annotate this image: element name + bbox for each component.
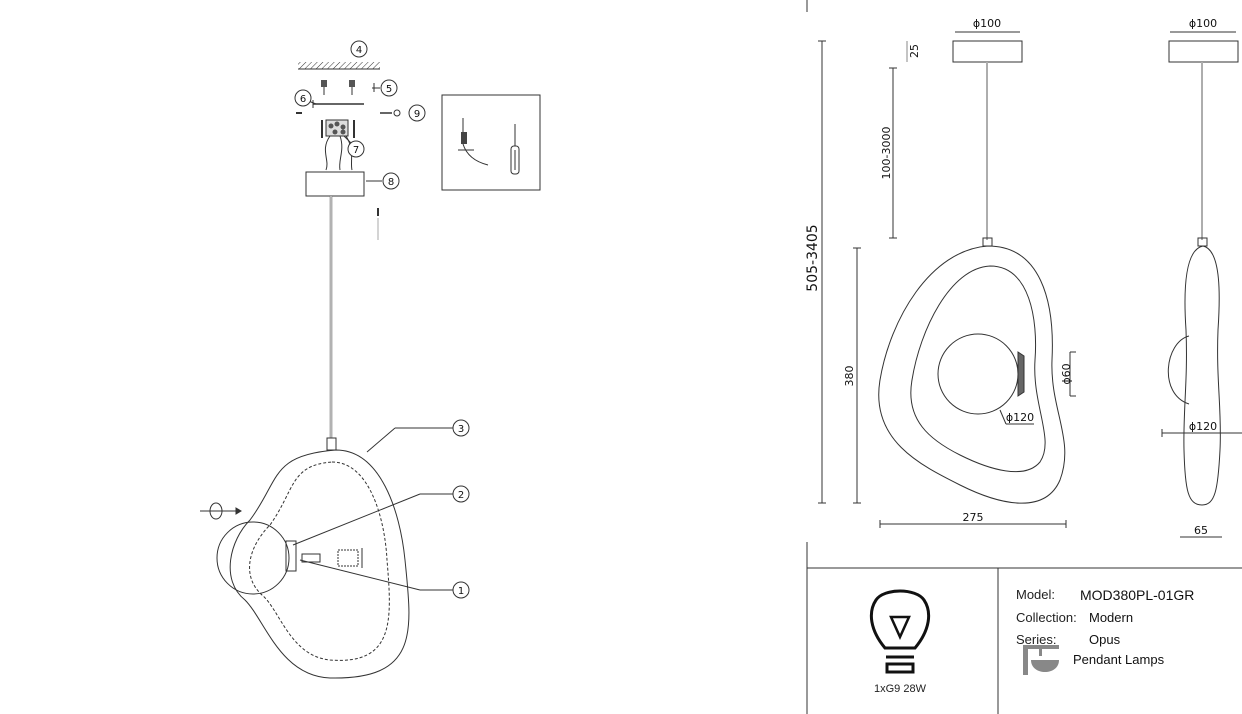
svg-text:1: 1 — [458, 586, 464, 597]
canopy-front — [952, 40, 1023, 63]
assembly-view — [200, 62, 541, 679]
callout-1: 1 — [452, 581, 470, 599]
dimension-view — [806, 0, 1242, 714]
cable-connector — [326, 437, 337, 451]
bulb-spec: 1xG9 28W — [874, 683, 926, 695]
svg-text:8: 8 — [388, 177, 394, 188]
dim-canopy-side: ϕ100 — [1189, 17, 1217, 30]
svg-text:7: 7 — [353, 145, 359, 156]
dim-canopy-height: 25 — [908, 44, 921, 58]
dim-width: 275 — [963, 511, 984, 524]
lamp-outer-ring — [229, 449, 410, 679]
callout-2: 2 — [452, 485, 470, 503]
svg-text:6: 6 — [300, 94, 306, 105]
lamp-inner-ring — [249, 461, 390, 661]
collection-value: Modern — [1089, 610, 1134, 625]
callout-5: 5 — [380, 79, 398, 97]
dim-cable-length: 100-3000 — [880, 127, 893, 180]
type-value: Pendant Lamps — [1073, 652, 1165, 667]
callout-7: 7 — [347, 140, 365, 158]
callout-8: 8 — [382, 172, 400, 190]
callout-9: 9 — [408, 104, 426, 122]
dim-globe-side: ϕ120 — [1189, 420, 1217, 433]
callout-group: 4 5 6 9 7 8 3 2 1 — [294, 40, 470, 599]
model-label: Model: — [1016, 587, 1056, 602]
globe-shade — [216, 521, 290, 595]
model-value: MOD380PL-01GR — [1080, 587, 1195, 603]
series-value: Opus — [1089, 632, 1121, 647]
lamp-front-outer — [878, 245, 1066, 504]
svg-text:5: 5 — [386, 84, 392, 95]
svg-text:3: 3 — [458, 424, 464, 435]
globe-side — [1167, 335, 1190, 405]
dim-canopy-front: ϕ100 — [973, 17, 1001, 30]
lamp-side-body — [1183, 245, 1221, 506]
dim-bulb-diameter: ϕ60 — [1060, 363, 1073, 384]
callout-3: 3 — [452, 419, 470, 437]
svg-text:4: 4 — [356, 45, 362, 56]
detail-inset — [441, 94, 541, 191]
dim-shade-height: 380 — [843, 366, 856, 387]
svg-text:2: 2 — [458, 490, 464, 501]
svg-text:9: 9 — [414, 109, 420, 120]
canopy-exploded — [305, 171, 365, 197]
ceiling-screws — [321, 80, 375, 95]
ceiling-hatch — [298, 62, 380, 69]
canopy-side — [1168, 40, 1239, 63]
pendant-lamp-icon — [1023, 645, 1059, 675]
dim-globe-front: ϕ120 — [1006, 411, 1034, 424]
bulb-icon — [869, 589, 931, 674]
globe-front — [937, 333, 1019, 415]
dimension-labels: ϕ100 ϕ100 25 100-3000 505-3405 380 ϕ60 ϕ… — [805, 17, 1217, 537]
dim-total-height: 505-3405 — [805, 224, 821, 291]
screwdriver-detail — [458, 118, 520, 175]
callout-6: 6 — [294, 89, 312, 107]
lamp-front-inner — [910, 265, 1046, 473]
collection-label: Collection: — [1016, 610, 1077, 625]
dim-depth: 65 — [1194, 524, 1208, 537]
callout-4: 4 — [350, 40, 368, 58]
series-label: Series: — [1016, 632, 1057, 647]
